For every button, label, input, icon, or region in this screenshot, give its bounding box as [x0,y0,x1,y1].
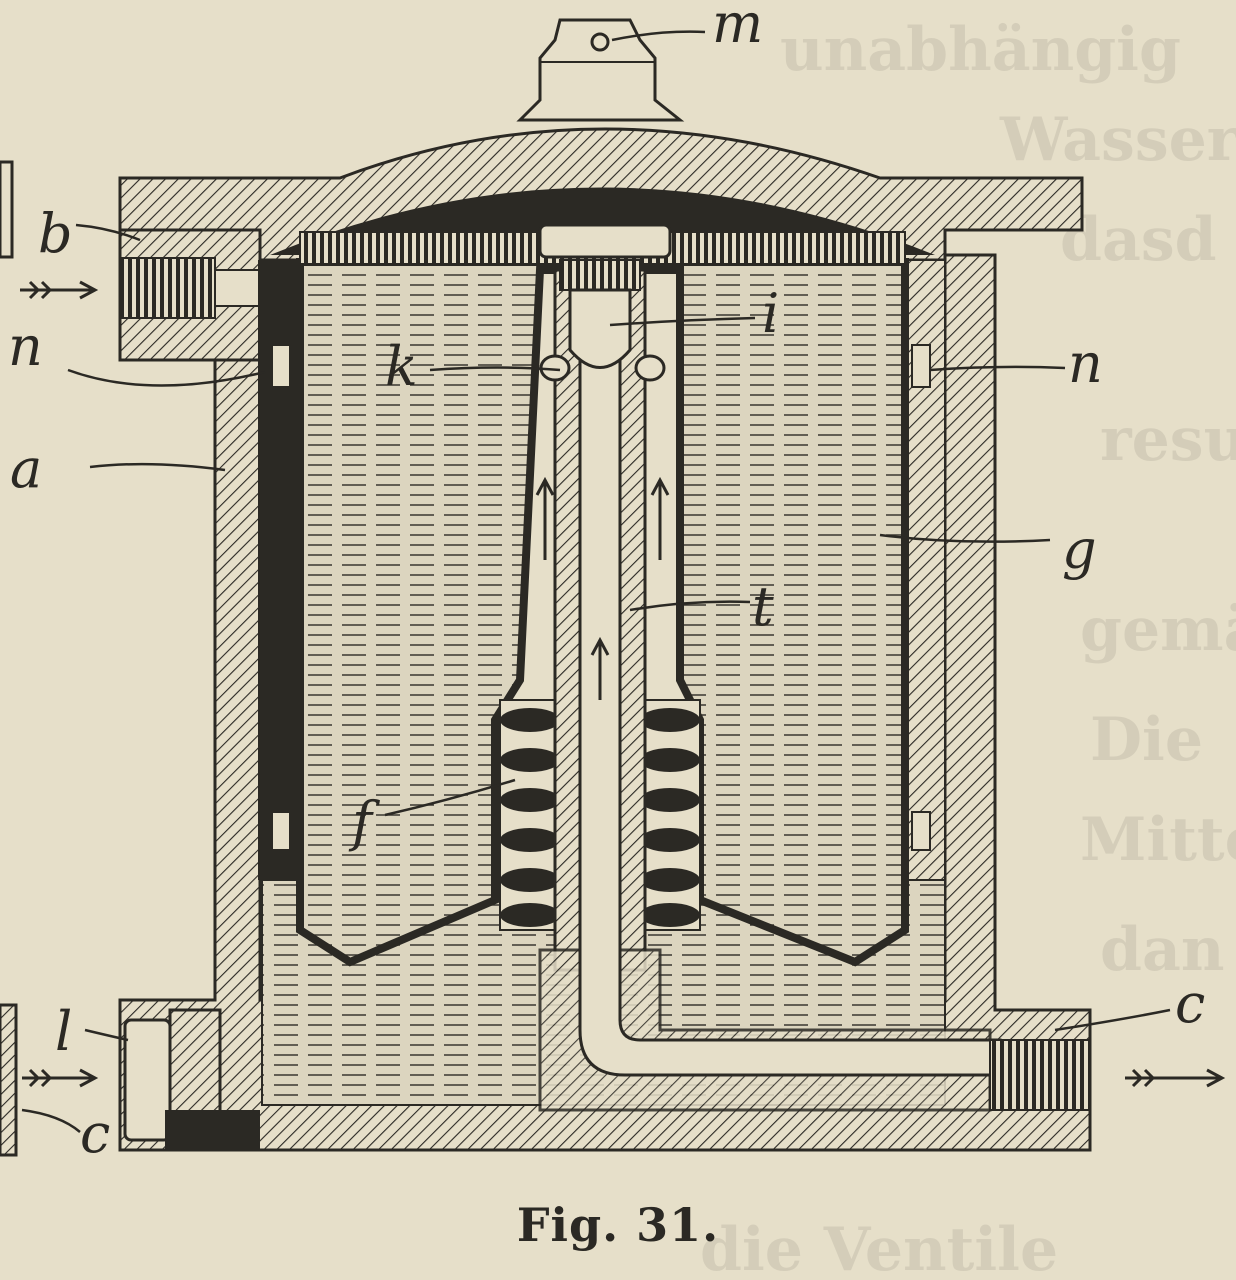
cap-nut-m [516,18,685,122]
svg-text:gemäß: gemäß [1080,595,1236,665]
label-t: t [752,575,774,638]
svg-text:dasd: dasd [1060,205,1217,275]
figure-caption: Fig. 31. [516,1198,720,1252]
bleed-through-text: unabhängig Wasser dasd resul gemäß Die M… [700,15,1236,1280]
svg-text:dan: dan [1100,915,1224,985]
part-labels: m b n a k i n g t f l c c [8,0,1205,1165]
float-g [296,231,909,967]
valve-tube-t [538,268,1091,1112]
label-n-left: n [8,315,43,378]
label-i: i [762,282,779,345]
label-c-left: c [80,1102,110,1165]
adjacent-figure-edge [0,160,18,1157]
inlet-plug-l [123,1008,260,1152]
label-g: g [1062,518,1097,581]
valve-head-i [538,223,672,369]
label-l: l [55,1000,72,1063]
label-k: k [385,335,418,398]
label-c-right: c [1175,972,1205,1035]
label-m: m [712,0,763,55]
valve-seat-k [539,354,666,382]
label-b: b [38,202,73,265]
svg-text:die Ventile: die Ventile [700,1215,1058,1280]
svg-text:Wasser: Wasser [999,105,1236,175]
inner-lining [258,259,946,881]
label-a: a [10,437,42,500]
svg-text:Die: Die [1090,705,1203,775]
svg-text:Mitte: Mitte [1080,805,1236,875]
leader-lines [21,30,1171,1133]
label-n-right: n [1068,332,1103,395]
spring-f [499,699,701,931]
svg-text:resul: resul [1100,405,1236,475]
svg-text:unabhängig: unabhängig [780,15,1181,85]
flow-arrows [20,280,1226,1088]
